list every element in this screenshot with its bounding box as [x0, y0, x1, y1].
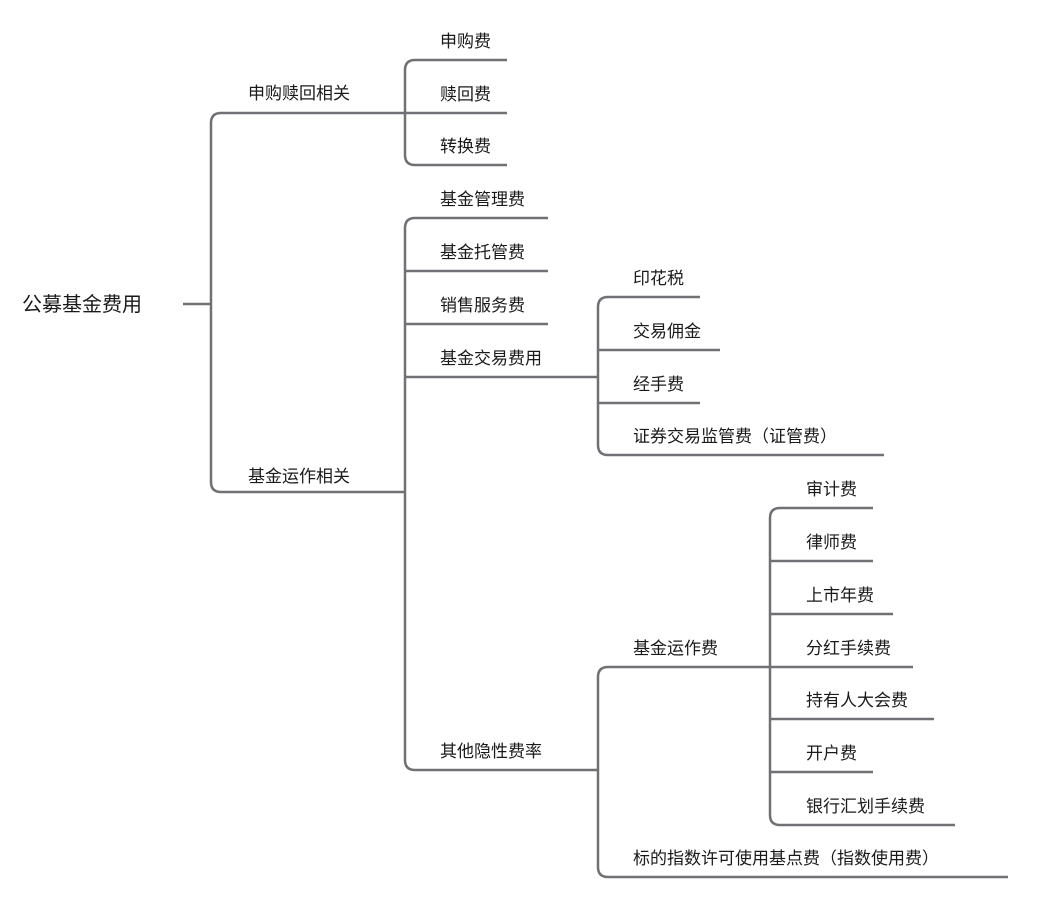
node-legal-fee[interactable]: 律师费 — [806, 533, 857, 553]
node-index-license-fee[interactable]: 标的指数许可使用基点费（指数使用费） — [633, 849, 939, 869]
connector-line — [403, 154, 507, 167]
node-fund-operation[interactable]: 基金运作相关 — [248, 467, 350, 487]
node-account-fee[interactable]: 开户费 — [806, 744, 857, 764]
connector-line — [209, 481, 375, 494]
node-management-fee[interactable]: 基金管理费 — [440, 190, 525, 210]
connector-line — [596, 665, 740, 678]
connector-line — [596, 444, 884, 457]
connector-line — [403, 58, 507, 71]
node-bank-transfer-fee[interactable]: 银行汇划手续费 — [806, 797, 925, 817]
connector-line — [209, 111, 375, 124]
connector-line — [768, 506, 873, 519]
node-redemption-fee[interactable]: 赎回费 — [440, 85, 491, 105]
node-running-fee[interactable]: 基金运作费 — [633, 639, 718, 659]
node-switch-fee[interactable]: 转换费 — [440, 137, 491, 157]
connector-line — [768, 814, 955, 827]
node-audit-fee[interactable]: 审计费 — [806, 480, 857, 500]
connector-line — [596, 866, 1008, 879]
node-listing-fee[interactable]: 上市年费 — [806, 586, 874, 606]
node-commission[interactable]: 交易佣金 — [633, 322, 701, 342]
node-custody-fee[interactable]: 基金托管费 — [440, 243, 525, 263]
node-purchase-redemption[interactable]: 申购赎回相关 — [248, 84, 350, 104]
connector-line — [403, 216, 548, 229]
node-hidden-fees[interactable]: 其他隐性费率 — [440, 742, 542, 762]
node-dividend-fee[interactable]: 分红手续费 — [806, 639, 891, 659]
root-node[interactable]: 公募基金费用 — [22, 292, 142, 316]
node-trading-cost[interactable]: 基金交易费用 — [440, 349, 542, 369]
node-subscription-fee[interactable]: 申购费 — [440, 32, 491, 52]
node-regulatory-fee[interactable]: 证券交易监管费（证管费） — [633, 427, 837, 447]
node-holder-meeting-fee[interactable]: 持有人大会费 — [806, 691, 908, 711]
node-handling-fee[interactable]: 经手费 — [633, 375, 684, 395]
connector-line — [596, 295, 700, 308]
node-stamp-duty[interactable]: 印花税 — [633, 269, 684, 289]
connector-line — [403, 759, 568, 772]
node-sales-service-fee[interactable]: 销售服务费 — [440, 296, 525, 316]
